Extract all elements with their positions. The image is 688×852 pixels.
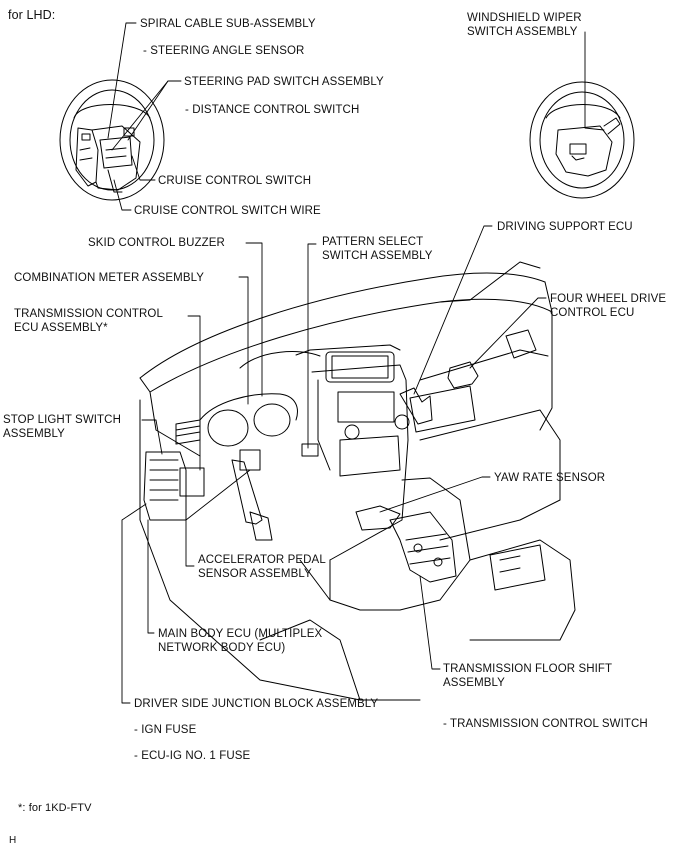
label-steering-pad-switch: STEERING PAD SWITCH ASSEMBLY — [184, 76, 384, 88]
label-pattern-select: PATTERN SELECT SWITCH ASSEMBLY — [322, 236, 433, 262]
label-main-body-ecu: MAIN BODY ECU (MULTIPLEX NETWORK BODY EC… — [158, 628, 323, 654]
steering-wheel-left-illustration — [59, 79, 165, 201]
steering-wheel-right-illustration — [529, 81, 635, 199]
label-transmission-floor-shift: TRANSMISSION FLOOR SHIFT ASSEMBLY — [443, 663, 613, 689]
vehicle-interior-illustration — [139, 261, 576, 701]
corner-mark: H — [9, 835, 17, 846]
label-stop-light-switch: STOP LIGHT SWITCH ASSEMBLY — [3, 414, 121, 440]
footnote: *: for 1KD-FTV — [18, 802, 92, 814]
label-driving-support-ecu: DRIVING SUPPORT ECU — [497, 221, 633, 233]
label-combination-meter: COMBINATION METER ASSEMBLY — [14, 272, 205, 284]
label-windshield-wiper: WINDSHIELD WIPER SWITCH ASSEMBLY — [467, 12, 582, 38]
diagram-title: for LHD: — [8, 8, 56, 22]
label-ign-fuse: - IGN FUSE — [134, 724, 197, 736]
label-cruise-control-switch-wire: CRUISE CONTROL SWITCH WIRE — [134, 205, 321, 217]
label-skid-control-buzzer: SKID CONTROL BUZZER — [88, 237, 225, 249]
label-driver-side-junction: DRIVER SIDE JUNCTION BLOCK ASSEMBLY — [134, 698, 379, 710]
label-transmission-control-ecu: TRANSMISSION CONTROL ECU ASSEMBLY* — [14, 308, 163, 334]
label-accelerator-pedal: ACCELERATOR PEDAL SENSOR ASSEMBLY — [198, 554, 326, 580]
leader-lines — [107, 22, 605, 704]
label-yaw-rate-sensor: YAW RATE SENSOR — [494, 472, 606, 484]
label-transmission-control-switch: - TRANSMISSION CONTROL SWITCH — [443, 718, 648, 730]
label-spiral-cable: SPIRAL CABLE SUB-ASSEMBLY — [140, 18, 316, 30]
label-ecu-ig-fuse: - ECU-IG NO. 1 FUSE — [134, 750, 251, 762]
label-four-wheel-drive: FOUR WHEEL DRIVE CONTROL ECU — [550, 293, 667, 319]
label-cruise-control-switch: CRUISE CONTROL SWITCH — [158, 175, 312, 187]
label-distance-control-switch: - DISTANCE CONTROL SWITCH — [185, 104, 360, 116]
label-steering-angle-sensor: - STEERING ANGLE SENSOR — [143, 45, 305, 57]
